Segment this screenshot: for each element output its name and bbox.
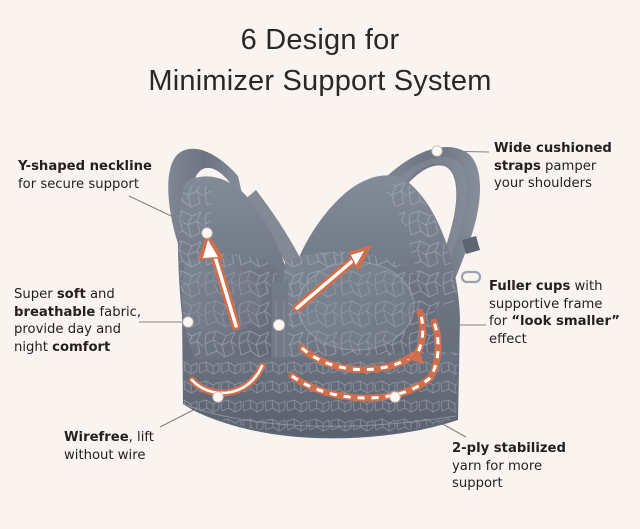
callout-wirefree: Wirefree, lift without wire [64,430,154,463]
accent-graphics [188,232,442,402]
strap-adjuster-right [462,236,480,254]
title-line-1: 6 Design for [240,24,400,56]
marker-neckline[interactable] [201,227,213,239]
lift-arrow-right [292,245,372,313]
strap-right-outer [387,146,481,300]
page-title: 6 Design for Minimizer Support System [0,20,640,102]
callout-2-ply-stabilized-yarn: 2-ply stabilized yarn for more support [452,441,566,492]
frame-arrow-tip [404,352,424,364]
callout-markers [182,145,443,403]
band-hem-stitch [183,403,457,427]
bra-body [168,146,482,439]
marker-wirefree[interactable] [212,391,224,403]
callout-fuller-cups: Fuller cups with supportive frame for “l… [489,279,620,347]
strap-left-inner [244,190,305,276]
title-line-2: Minimizer Support System [148,65,492,98]
callout-y-shaped-neckline: Y-shaped neckline for secure support [18,159,152,192]
marker-straps[interactable] [431,145,443,157]
marker-ply[interactable] [389,391,401,403]
callout-wide-cushioned-straps: Wide cushioned straps pamper your should… [494,141,612,192]
cup-frame-dashed-outer [291,321,440,400]
lift-arrow-left [198,232,241,331]
strap-ring-right [460,270,482,284]
underbust-curve-left [190,364,264,395]
marker-cups[interactable] [272,318,286,332]
callout-soft-breathable-fabric: Super soft and breathable fabric, provid… [14,287,142,355]
marker-fabric[interactable] [182,316,194,328]
